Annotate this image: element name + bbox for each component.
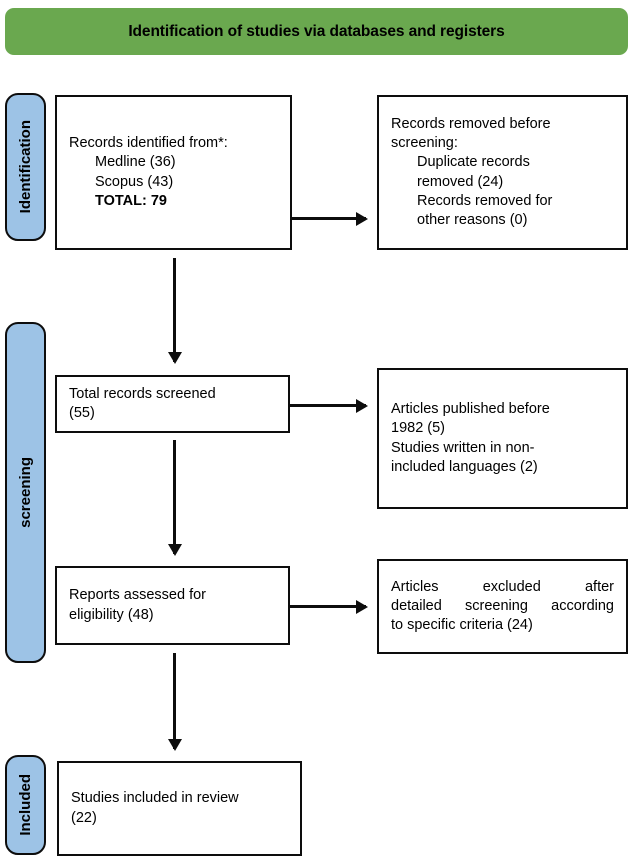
excluded-detail-line-3: to specific criteria (24): [391, 617, 533, 634]
excluded-detail-line-2: detailed screening according: [391, 597, 614, 614]
records-identified-line-4: TOTAL: 79: [95, 192, 167, 209]
arrow-eligibility-to-excluded-icon: [290, 599, 368, 614]
box-articles-excluded-pre-screening: Articles published before 1982 (5) Studi…: [377, 368, 628, 509]
records-removed-line-3: Duplicate records: [417, 154, 530, 171]
box-studies-included-in-review: Studies included in review (22): [57, 761, 302, 856]
box-articles-excluded-detailed-content: Articles excluded after detailed screeni…: [379, 578, 626, 635]
stage-label-included-text: Included: [17, 774, 34, 836]
box-reports-assessed-eligibility: Reports assessed for eligibility (48): [55, 566, 290, 645]
box-records-removed-before-screening: Records removed before screening: Duplic…: [377, 95, 628, 250]
box-records-removed-content: Records removed before screening: Duplic…: [379, 115, 626, 230]
eligibility-line-2: eligibility (48): [69, 606, 154, 623]
stage-label-screening-text: screening: [17, 457, 34, 528]
box-records-identified: Records identified from*: Medline (36) S…: [55, 95, 292, 250]
records-removed-line-1: Records removed before: [391, 116, 551, 133]
arrow-eligibility-to-included-icon: [167, 653, 182, 751]
arrow-identified-to-screened-icon: [167, 258, 182, 364]
box-reports-assessed-content: Reports assessed for eligibility (48): [57, 586, 288, 624]
box-articles-excluded-pre-content: Articles published before 1982 (5) Studi…: [379, 400, 626, 477]
included-line-1: Studies included in review: [71, 790, 239, 807]
box-records-identified-content: Records identified from*: Medline (36) S…: [57, 134, 290, 211]
excluded-detail-line-1: Articles excluded after: [391, 578, 614, 595]
excluded-pre-line-2: 1982 (5): [391, 420, 446, 437]
stage-label-included: Included: [5, 755, 46, 855]
records-identified-line-2: Medline (36): [95, 154, 176, 171]
records-identified-line-3: Scopus (43): [95, 173, 174, 190]
records-removed-line-4: removed (24): [417, 173, 504, 190]
arrow-screened-to-eligibility-icon: [167, 440, 182, 556]
records-identified-line-1: Records identified from*:: [69, 135, 228, 152]
excluded-pre-line-1: Articles published before: [391, 401, 550, 418]
box-total-records-screened: Total records screened (55): [55, 375, 290, 433]
stage-label-identification-text: Identification: [17, 120, 34, 214]
records-removed-line-6: other reasons (0): [417, 211, 528, 228]
records-removed-line-5: Records removed for: [417, 192, 553, 209]
box-articles-excluded-detailed: Articles excluded after detailed screeni…: [377, 559, 628, 654]
excluded-pre-line-3: Studies written in non-: [391, 439, 535, 456]
box-studies-included-content: Studies included in review (22): [59, 789, 300, 827]
excluded-pre-line-4: included languages (2): [391, 458, 538, 475]
box-total-records-screened-content: Total records screened (55): [57, 385, 288, 423]
diagram-header-title: Identification of studies via databases …: [128, 22, 505, 40]
stage-label-identification: Identification: [5, 93, 46, 241]
diagram-header-banner: Identification of studies via databases …: [5, 8, 628, 55]
records-screened-line-2: (55): [69, 405, 95, 421]
arrow-screened-to-excluded-icon: [290, 398, 368, 413]
included-line-2: (22): [71, 809, 97, 826]
eligibility-line-1: Reports assessed for: [69, 587, 207, 604]
records-removed-line-2: screening:: [391, 135, 458, 152]
stage-label-screening: screening: [5, 322, 46, 663]
records-screened-line-1: Total records screened: [69, 385, 216, 402]
arrow-identified-to-removed-icon: [292, 211, 368, 226]
